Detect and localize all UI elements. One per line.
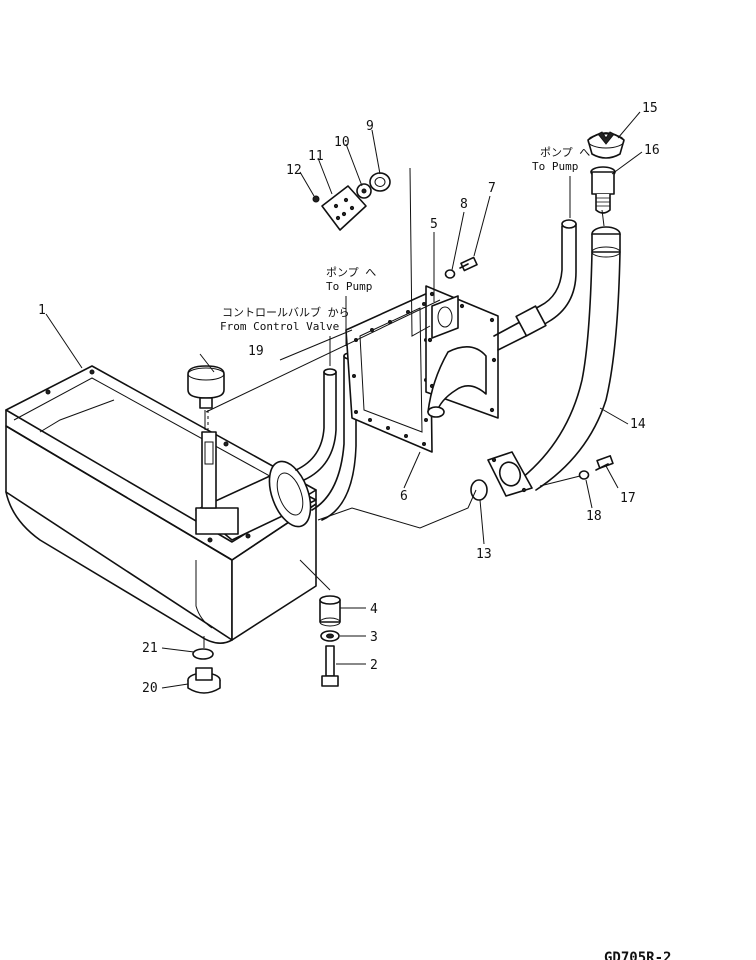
callout-14: 14 <box>630 417 646 432</box>
callout-3: 3 <box>370 630 378 645</box>
callout-5: 5 <box>430 217 438 232</box>
callout-20: 20 <box>142 681 158 696</box>
bolt-2 <box>321 645 339 687</box>
drawing-code: GD705R-2 <box>604 950 671 960</box>
gasket-6 <box>345 291 433 453</box>
callout-10: 10 <box>334 135 350 150</box>
cover-11 <box>321 185 367 231</box>
callout-1: 1 <box>38 303 46 318</box>
washer-18 <box>578 470 590 480</box>
suction-hose-to-pump <box>515 219 577 337</box>
breather-19 <box>187 365 225 409</box>
callout-12: 12 <box>286 163 302 178</box>
hydraulic-tank <box>5 365 317 644</box>
callout-6: 6 <box>400 489 408 504</box>
callout-4: 4 <box>370 602 378 617</box>
callout-2: 2 <box>370 658 378 673</box>
o-ring-13 <box>470 479 488 501</box>
callout-leaders <box>45 111 643 689</box>
washer-10 <box>356 183 372 199</box>
spacer-4 <box>319 595 341 627</box>
bolt-7 <box>459 256 478 272</box>
callout-11: 11 <box>308 149 324 164</box>
callout-17: 17 <box>620 491 636 506</box>
callout-21: 21 <box>142 641 158 656</box>
cover-plate-5 <box>425 285 527 419</box>
flow-labels: ポンプ へ To Pump ポンプ へ To Pump コントロールバルブ から… <box>220 146 590 366</box>
drain-plug-20 <box>187 667 221 694</box>
from-control-valve-en: From Control Valve <box>220 320 339 333</box>
bolt-12 <box>312 195 320 203</box>
callout-19: 19 <box>248 344 264 359</box>
seal-9 <box>369 172 391 192</box>
washer-3 <box>320 630 340 642</box>
bolt-17 <box>595 455 614 471</box>
callout-9: 9 <box>366 119 374 134</box>
callout-18: 18 <box>586 509 602 524</box>
callout-16: 16 <box>644 143 660 158</box>
to-pump-mid-jp: ポンプ へ <box>326 266 376 279</box>
callout-13: 13 <box>476 547 492 562</box>
callout-numbers: 1 2 3 4 5 6 7 8 9 10 11 12 13 14 15 16 1… <box>38 101 660 696</box>
strainer-16 <box>590 166 616 214</box>
callout-15: 15 <box>642 101 658 116</box>
filler-pipe-14 <box>487 226 621 497</box>
assembly-lines <box>203 167 605 648</box>
o-ring-21 <box>192 648 214 660</box>
washer-8 <box>444 269 456 279</box>
from-control-valve-jp: コントロールバルブ から <box>222 305 350 319</box>
callout-7: 7 <box>488 181 496 196</box>
callout-8: 8 <box>460 197 468 212</box>
cap-15 <box>587 131 625 159</box>
to-pump-upper-jp: ポンプ へ <box>540 146 590 159</box>
to-pump-upper-en: To Pump <box>532 160 578 173</box>
to-pump-mid-en: To Pump <box>326 280 372 293</box>
